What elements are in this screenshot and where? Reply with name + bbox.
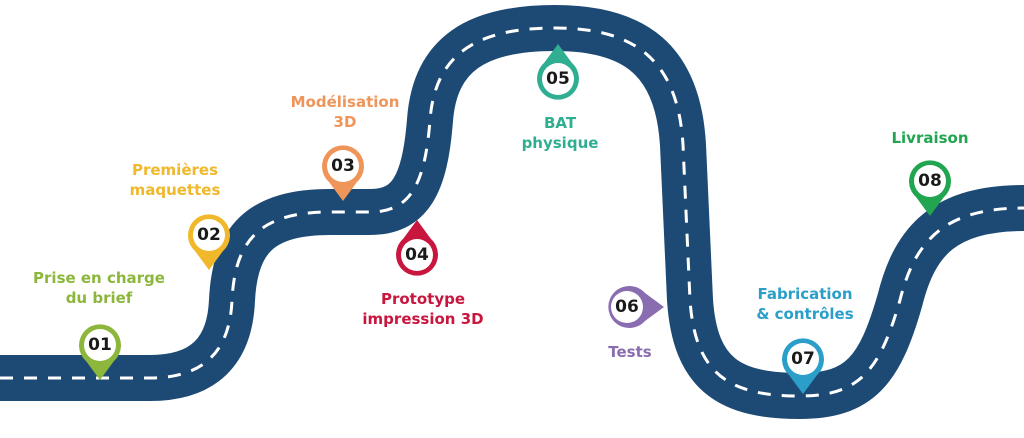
step-05-pin: 05 [535, 44, 581, 102]
step-02-label: Premières maquettes [110, 160, 240, 200]
step-number: 06 [615, 297, 639, 317]
step-label-line: BAT [543, 114, 577, 132]
location-pin-icon [909, 160, 951, 216]
step-05-label: BAT physique [500, 113, 620, 153]
road-lane-markings [0, 26, 1024, 398]
step-08-pin: 08 [907, 158, 953, 216]
step-label-line: Fabrication [757, 285, 853, 303]
step-number: 01 [88, 335, 112, 355]
step-label-line: Livraison [891, 129, 969, 147]
step-number: 05 [546, 69, 570, 89]
step-03-label: Modélisation 3D [275, 92, 415, 132]
location-pin-icon [188, 214, 230, 270]
step-08-label: Livraison [875, 128, 985, 148]
road-surface [0, 5, 1024, 419]
step-number: 02 [197, 225, 221, 245]
step-label-line: Prototype [380, 290, 466, 308]
step-07-pin: 07 [780, 336, 826, 394]
location-pin-icon [608, 286, 664, 328]
step-06-pin: 06 [604, 284, 664, 330]
location-pin-icon [396, 220, 438, 276]
step-label-line: physique [521, 134, 599, 152]
step-07-label: Fabrication & contrôles [735, 284, 875, 324]
step-01-pin: 01 [77, 322, 123, 380]
location-pin-icon [537, 44, 579, 100]
step-06-label: Tests [590, 342, 670, 362]
step-04-label: Prototype impression 3D [338, 289, 508, 329]
step-number: 04 [405, 245, 429, 265]
step-label-line: impression 3D [362, 310, 484, 328]
location-pin-icon [79, 324, 121, 380]
step-label-line: Prise en charge [33, 269, 165, 287]
step-label-line: Modélisation [290, 93, 400, 111]
step-02-pin: 02 [186, 212, 232, 270]
step-label-line: du brief [65, 289, 133, 307]
step-label-line: maquettes [129, 181, 221, 199]
step-01-label: Prise en charge du brief [14, 268, 184, 308]
step-label-line: Tests [608, 343, 652, 361]
step-label-line: Premières [131, 161, 218, 179]
step-number: 03 [331, 156, 355, 176]
step-04-pin: 04 [394, 220, 440, 278]
location-pin-icon [322, 145, 364, 201]
step-label-line: 3D [333, 113, 357, 131]
step-label-line: & contrôles [756, 305, 854, 323]
step-number: 08 [918, 171, 942, 191]
location-pin-icon [782, 338, 824, 394]
step-number: 07 [791, 349, 815, 369]
step-03-pin: 03 [320, 143, 366, 201]
